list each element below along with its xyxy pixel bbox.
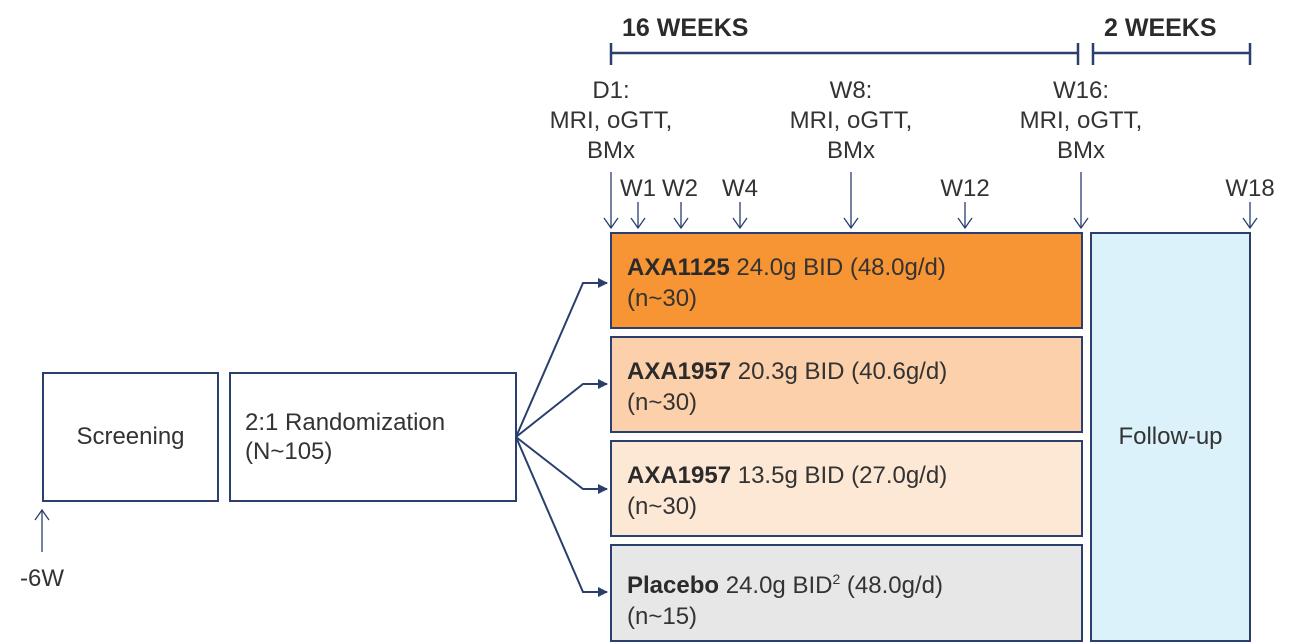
randomization-box: 2:1 Randomization (N~105) [229,372,517,502]
arm-drug: Placebo [627,572,720,599]
arm-n: (n~15) [627,603,698,630]
visit-assessments: MRI, oGTT, [549,107,673,134]
visit-assessments: MRI, oGTT, [789,107,913,134]
arm-connector-3 [515,436,608,494]
arm-n: (n~30) [627,389,698,416]
arm-connector-1 [515,278,608,438]
followup-label: Follow-up [1118,423,1223,450]
arm-dose: 24.0g BID (48.0g/d) [729,254,946,281]
randomization-ratio: 2:1 Randomization [245,409,446,436]
arm-drug: AXA1957 [627,462,732,489]
screening-time-label: -6W [20,565,64,592]
screening-label: Screening [76,423,185,450]
arm-n: (n~30) [627,285,698,312]
period-16-weeks-label: 16 WEEKS [622,14,749,42]
visit-title: D1: [592,77,630,104]
visit-label-w16: W16: MRI, oGTT, BMx [1020,76,1143,166]
arm-drug: AXA1125 [627,254,730,281]
visit-assessments: MRI, oGTT, [1019,107,1143,134]
visit-label-d1: D1: MRI, oGTT, BMx [550,76,673,166]
visit-label-w2: W2 [662,175,698,202]
followup-box: Follow-up [1090,232,1251,642]
arm-n: (n~30) [627,493,698,520]
arm-dose: 13.5g BID (27.0g/d) [731,462,948,489]
arm-dose: 24.0g BID [719,572,833,599]
arm-box-axa1957-high: AXA1957 20.3g BID (40.6g/d) (n~30) [610,336,1083,433]
randomization-total: (N~105) [245,438,333,465]
footnote-marker: 2 [832,571,841,587]
arm-box-placebo: Placebo 24.0g BID2 (48.0g/d) (n~15) [610,544,1083,642]
arm-drug: AXA1957 [627,358,732,385]
visit-title: W16: [1052,77,1110,104]
screening-box: Screening [42,372,219,502]
visit-assessments: BMx [586,137,635,164]
visit-label-w1: W1 [620,175,656,202]
arm-box-axa1957-low: AXA1957 13.5g BID (27.0g/d) (n~30) [610,440,1083,537]
visit-label-w12: W12 [940,175,990,202]
visit-assessments: BMx [1056,137,1105,164]
visit-label-w4: W4 [722,175,758,202]
visit-title: W8: [829,77,873,104]
visit-label-w18: W18 [1225,175,1275,202]
arm-connector-4 [515,436,608,597]
period-2-weeks-label: 2 WEEKS [1104,14,1217,42]
arm-daily-dose: (48.0g/d) [840,572,943,599]
visit-label-w8: W8: MRI, oGTT, BMx [790,76,913,166]
visit-assessments: BMx [826,137,875,164]
arm-dose: 20.3g BID (40.6g/d) [731,358,948,385]
arm-box-axa1125: AXA1125 24.0g BID (48.0g/d) (n~30) [610,232,1083,329]
arm-connector-2 [515,379,608,438]
